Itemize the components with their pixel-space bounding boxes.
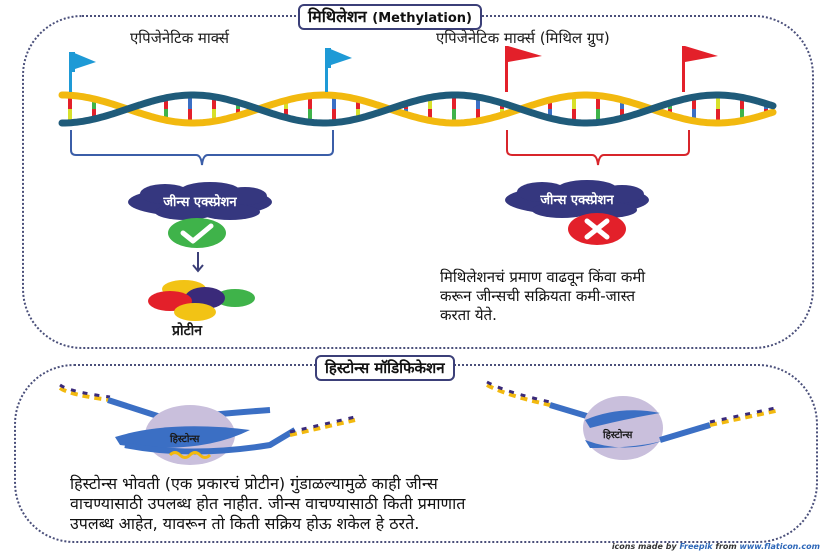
histone-title: हिस्टोन्स मॉडिफिकेशन — [315, 355, 455, 381]
methylation-title: मिथिलेशन (Methylation) — [298, 4, 482, 30]
cross-icon — [568, 213, 626, 245]
epigenetic-marks-label-left: एपिजेनेटिक मार्क्स — [130, 29, 229, 47]
icon-credit: icons made by Freepik from www.flaticon.… — [611, 542, 820, 551]
dna-strand-blue — [58, 91, 777, 127]
methylation-description-line: मिथिलेशनचं प्रमाण वाढवून किंवा कमी — [440, 268, 646, 286]
histone-left — [58, 383, 356, 465]
right-bracket — [506, 130, 690, 166]
methylation-description: मिथिलेशनचं प्रमाण वाढवून किंवा कमी करून … — [440, 268, 645, 325]
gene-expression-cloud-right: जीन्स एक्स्प्रेशन — [502, 180, 652, 220]
blue-flag-1 — [69, 52, 96, 92]
gene-expression-label-left: जीन्स एक्स्प्रेशन — [163, 195, 237, 210]
red-flag-1 — [505, 46, 542, 92]
methylation-title-en: (Methylation) — [372, 11, 472, 26]
credit-site-link[interactable]: www.flaticon.com — [739, 542, 820, 551]
credit-author-link[interactable]: Freepik — [679, 542, 713, 551]
cloud-left — [128, 182, 272, 220]
methylation-description-line: करता येते. — [440, 306, 497, 324]
methylation-title-mr: मिथिलेशन — [308, 7, 367, 26]
dna-double-helix — [58, 91, 777, 127]
gene-expression-label-right: जीन्स एक्स्प्रेशन — [540, 193, 614, 208]
histone-description-line: वाचण्यासाठी उपलब्ध होत नाहीत. जीन्स वाचण… — [70, 494, 466, 513]
histone-description: हिस्टोन्स भोवती (एक प्रकारचं प्रोटीन) गु… — [70, 474, 465, 534]
protein-label: प्रोटीन — [172, 323, 203, 339]
left-bracket — [70, 130, 334, 166]
histone-description-line: उपलब्ध आहेत, यावरून तो किती सक्रिय होऊ श… — [70, 514, 420, 533]
epigenetic-marks-label-right: एपिजेनेटिक मार्क्स (मिथिल ग्रुप) — [436, 29, 610, 47]
histone-right — [486, 380, 781, 460]
histone-label-left: हिस्टोन्स — [170, 434, 200, 445]
methylation-description-line: करून जीन्सची सक्रियता कमी-जास्त — [440, 287, 636, 305]
histone-description-line: हिस्टोन्स भोवती (एक प्रकारचं प्रोटीन) गु… — [70, 474, 438, 493]
check-icon — [168, 218, 226, 248]
protein-icon — [148, 280, 255, 321]
blue-flag-2 — [325, 48, 352, 92]
cloud-right — [505, 180, 649, 218]
red-flag-2 — [682, 46, 718, 92]
gene-expression-cloud-left: जीन्स एक्स्प्रेशन — [125, 182, 275, 222]
histone-label-right: हिस्टोन्स — [603, 430, 633, 441]
arrow-down-icon — [192, 252, 204, 273]
